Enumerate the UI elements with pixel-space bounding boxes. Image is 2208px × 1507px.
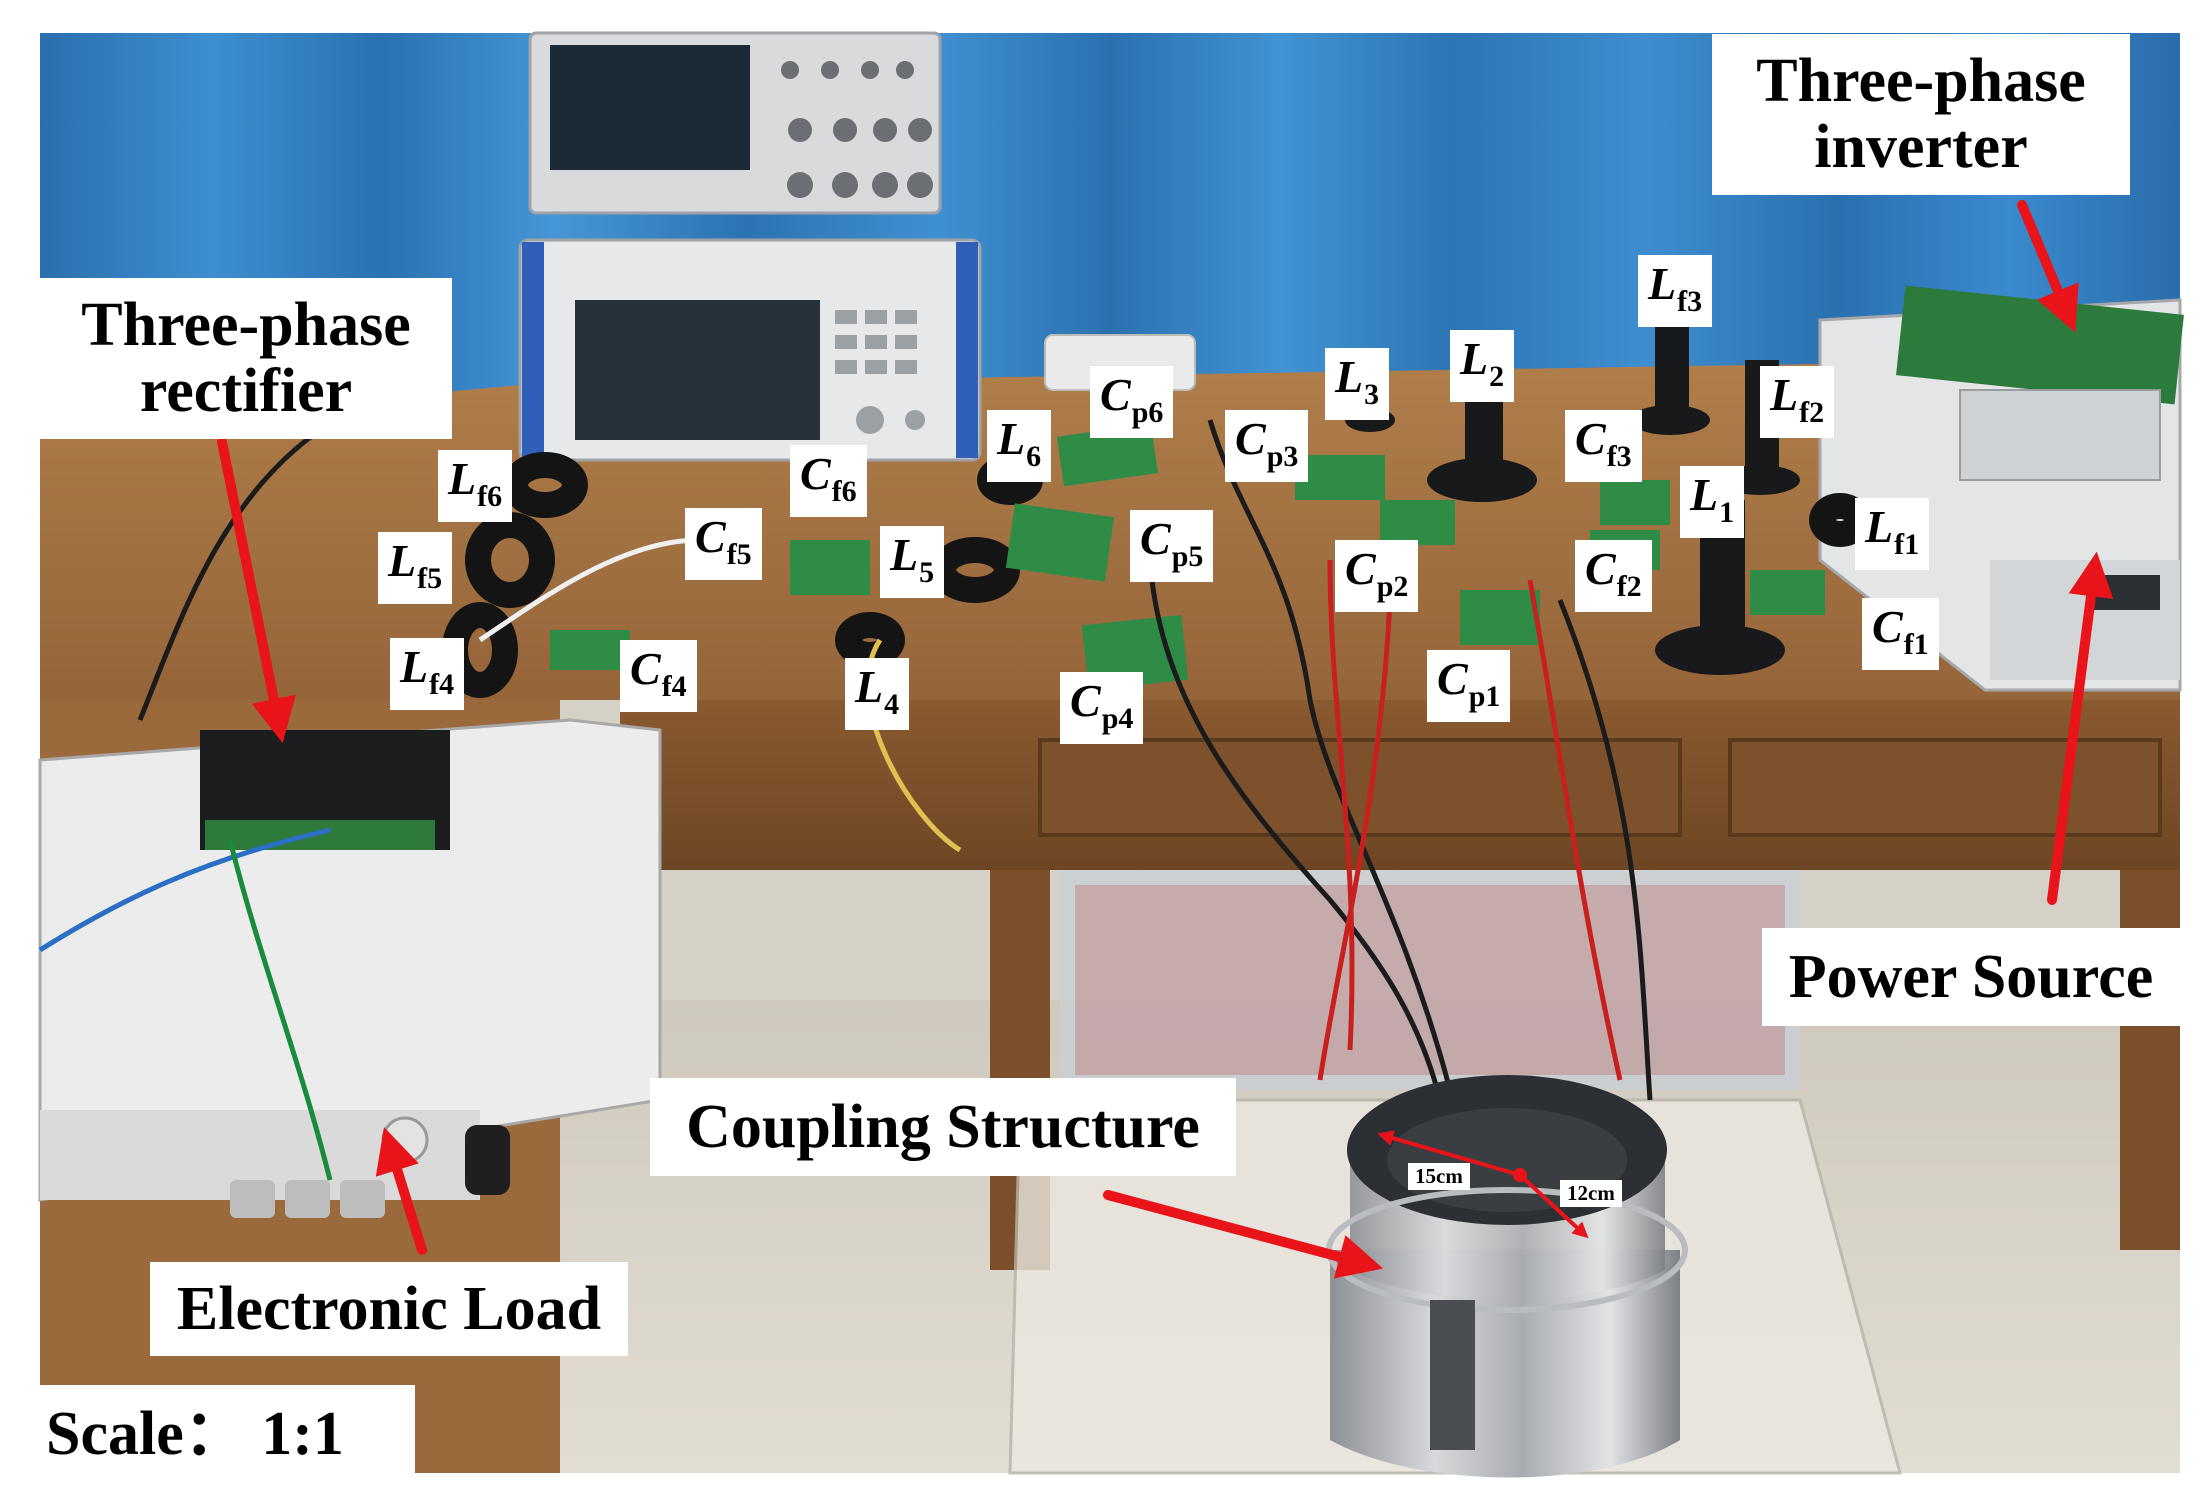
label-Cf1: Cf1 bbox=[1862, 598, 1939, 670]
annotation-arrows bbox=[217, 200, 2114, 1279]
label-L3: L3 bbox=[1325, 348, 1390, 420]
label-Cf6: Cf6 bbox=[790, 445, 867, 517]
label-Cf3: Cf3 bbox=[1565, 410, 1642, 482]
arrow-inverter bbox=[2017, 200, 2079, 333]
label-scale: Scale： 1:1 bbox=[40, 1385, 415, 1484]
label-Cp1: Cp1 bbox=[1427, 650, 1511, 722]
label-Lf1: Lf1 bbox=[1855, 498, 1930, 570]
label-inverter-line1: Three-phase bbox=[1756, 47, 2086, 115]
label-Cf4: Cf4 bbox=[620, 640, 697, 712]
dimension-inner-label: 12cm bbox=[1560, 1180, 1622, 1207]
arrow-power-source bbox=[2047, 551, 2114, 905]
arrow-electronic-load bbox=[375, 1127, 427, 1255]
label-rectifier-line2: rectifier bbox=[139, 357, 353, 426]
label-Cp4: Cp4 bbox=[1060, 672, 1144, 744]
label-Cf5: Cf5 bbox=[685, 508, 762, 580]
label-coupling-structure: Coupling Structure bbox=[650, 1078, 1236, 1177]
label-three-phase-inverter: Three-phase inverter bbox=[1712, 34, 2130, 195]
dim-line-outer bbox=[1377, 1130, 1521, 1177]
label-L5: L5 bbox=[880, 526, 945, 598]
label-L6: L6 bbox=[987, 410, 1052, 482]
label-rectifier-line1: Three-phase bbox=[81, 291, 411, 359]
label-Cf2: Cf2 bbox=[1575, 540, 1652, 612]
label-Lf6: Lf6 bbox=[438, 450, 513, 522]
label-Lf4: Lf4 bbox=[390, 638, 465, 710]
label-Lf3: Lf3 bbox=[1638, 255, 1713, 327]
storage-box bbox=[1060, 870, 1800, 1090]
label-inverter-line2: inverter bbox=[1814, 113, 2028, 182]
label-Cp3: Cp3 bbox=[1225, 410, 1309, 482]
dimension-outer-label: 15cm bbox=[1408, 1163, 1470, 1190]
label-Cp5: Cp5 bbox=[1130, 510, 1214, 582]
label-Cp6: Cp6 bbox=[1090, 366, 1174, 438]
label-power-source: Power Source bbox=[1762, 928, 2180, 1027]
arrow-rectifier bbox=[217, 437, 296, 744]
label-electronic-load: Electronic Load bbox=[150, 1262, 628, 1357]
label-Cp2: Cp2 bbox=[1335, 540, 1419, 612]
arrow-coupling bbox=[1103, 1190, 1384, 1279]
photo-content bbox=[38, 31, 2184, 1478]
dim-line-inner bbox=[1518, 1173, 1589, 1239]
label-Lf5: Lf5 bbox=[378, 532, 453, 604]
label-L4: L4 bbox=[845, 658, 910, 730]
label-L1: L1 bbox=[1680, 466, 1745, 538]
label-Lf2: Lf2 bbox=[1760, 366, 1835, 438]
inverter-board bbox=[1896, 285, 2184, 405]
label-three-phase-rectifier: Three-phase rectifier bbox=[40, 278, 452, 439]
label-L2: L2 bbox=[1450, 330, 1515, 402]
